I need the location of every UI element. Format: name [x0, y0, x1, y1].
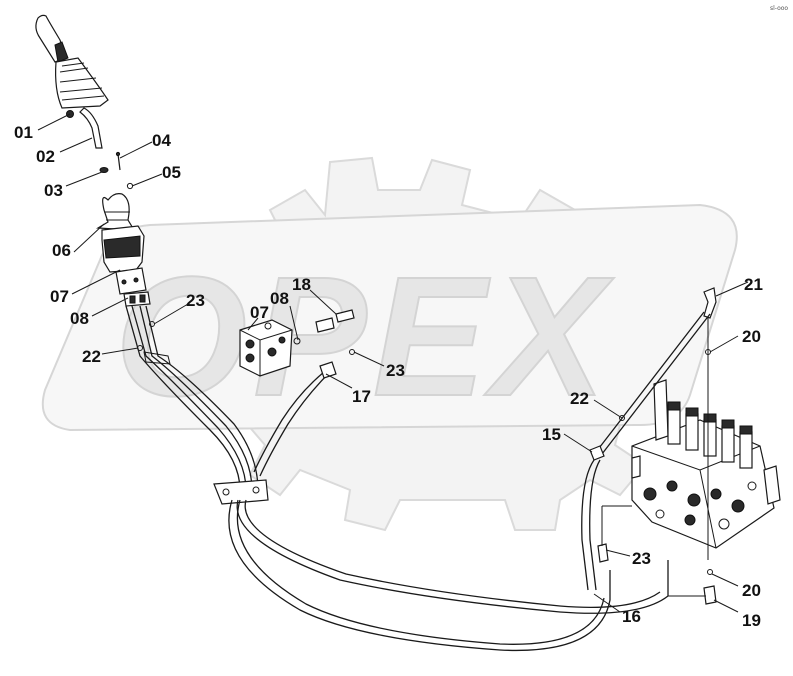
lower-right-fittings [597, 505, 717, 605]
fitting-15 [589, 445, 605, 461]
callout-01: 01 [14, 123, 33, 142]
fitting-adapter [315, 317, 335, 333]
callout-05: 05 [162, 163, 181, 182]
hose-clamp-bracket [213, 479, 269, 505]
fitting-23c [597, 543, 609, 563]
callout-23a: 23 [186, 291, 205, 310]
part-callouts: 01 02 03 04 05 06 07 08 22 23 07 08 18 2… [14, 123, 763, 630]
main-control-valve [631, 379, 781, 549]
joystick-lever-parts [66, 107, 134, 190]
callout-07b: 07 [250, 303, 269, 322]
callout-18: 18 [292, 275, 311, 294]
oring-20b [707, 569, 713, 575]
opex-watermark-text: OPEX [115, 242, 614, 432]
callout-20a: 20 [742, 327, 761, 346]
port-block-07 [115, 267, 147, 295]
connector-18 [335, 309, 355, 323]
callout-22a: 22 [82, 347, 101, 366]
valve-inlet-post [653, 379, 669, 441]
fittings-08 [123, 291, 151, 307]
callout-19: 19 [742, 611, 761, 630]
callout-16: 16 [622, 607, 641, 626]
nut-03 [99, 167, 109, 173]
leader-lines [37, 113, 749, 613]
hose-17 [253, 371, 325, 473]
callout-08a: 08 [70, 309, 89, 328]
callout-15: 15 [542, 425, 561, 444]
callout-02: 02 [36, 147, 55, 166]
callout-17: 17 [352, 387, 371, 406]
hose-15 [595, 311, 705, 453]
washer-08b [293, 337, 301, 345]
opex-gear-watermark: OPEX [41, 156, 738, 532]
pilot-valve-block [239, 309, 355, 477]
callout-23b: 23 [386, 361, 405, 380]
valve-spools [667, 401, 753, 469]
washer-05 [126, 182, 134, 190]
callout-20b: 20 [742, 581, 761, 600]
oring-22b [619, 415, 625, 421]
lever-rod [79, 107, 103, 149]
screw-04 [117, 153, 121, 171]
joystick-hoses [125, 305, 669, 652]
corner-mark: sl-ooo [770, 5, 788, 12]
callout-23c: 23 [632, 549, 651, 568]
upper-right-fittings [581, 287, 717, 591]
callout-22b: 22 [570, 389, 589, 408]
callout-04: 04 [152, 131, 171, 150]
fitting-19 [703, 585, 717, 605]
callout-21: 21 [744, 275, 763, 294]
callout-06: 06 [52, 241, 71, 260]
callout-07a: 07 [50, 287, 69, 306]
elbow-21 [703, 287, 717, 319]
valve-ports [643, 480, 757, 530]
callout-03: 03 [44, 181, 63, 200]
joystick-body [96, 193, 155, 351]
callout-08b: 08 [270, 289, 289, 308]
handle-grip-shade [54, 41, 69, 63]
joystick-handle [35, 14, 109, 109]
